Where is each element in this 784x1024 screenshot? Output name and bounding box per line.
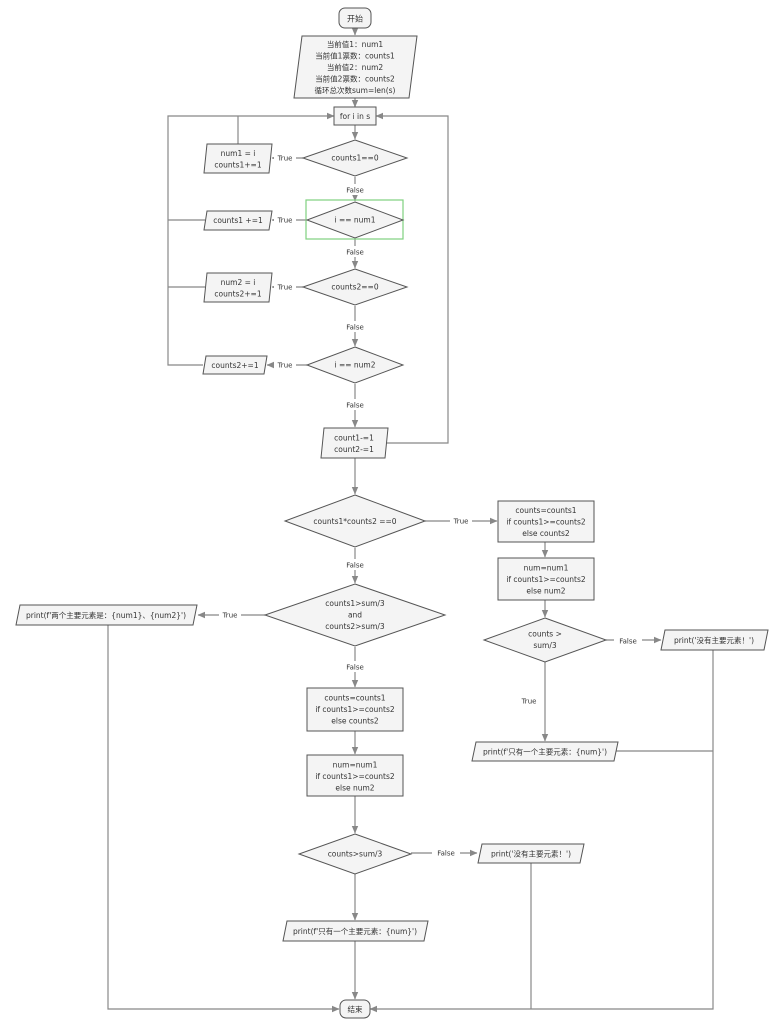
node-d7-line: counts2>sum/3 — [325, 622, 385, 631]
node-o1-text: print('没有主要元素！') — [674, 635, 754, 645]
node-process-inc-counts1[interactable]: counts1 +=1 — [203, 210, 273, 231]
node-p3-line: counts2+=1 — [214, 290, 261, 299]
node-r1-line: else counts2 — [522, 529, 570, 538]
edge-loop-return — [167, 112, 335, 366]
node-d6-line: sum/3 — [533, 641, 556, 650]
node-end-text: 结束 — [348, 1004, 363, 1014]
edge-o3-end — [107, 625, 340, 1013]
node-l2-line: num=num1 — [333, 761, 378, 770]
node-d6-line: counts > — [528, 630, 562, 639]
node-decision-counts2-zero[interactable]: counts2==0 — [301, 268, 409, 306]
node-process-set-num1[interactable]: num1 = i counts1+=1 — [203, 143, 273, 174]
edge-label-false: False — [346, 324, 364, 332]
node-p1-line: num1 = i — [221, 149, 256, 158]
node-decision-product-zero[interactable]: counts1*counts2 ==0 — [283, 494, 427, 548]
node-o5-text: print(f'只有一个主要元素：{num}') — [293, 926, 417, 936]
node-d7-line: counts1>sum/3 — [325, 599, 385, 608]
node-output-one-major-left[interactable]: print(f'只有一个主要元素：{num}') — [282, 920, 429, 942]
node-init-line: 循环总次数sum=len(s) — [315, 85, 396, 95]
edge-label-true: True — [453, 518, 469, 526]
edge-label-false: False — [346, 562, 364, 570]
node-init-line: 当前值2票数：counts2 — [315, 74, 395, 84]
node-r1-line: if counts1>=counts2 — [506, 518, 586, 527]
node-l1-line: if counts1>=counts2 — [315, 705, 395, 714]
node-output-no-major-left[interactable]: print('没有主要元素！') — [477, 843, 585, 864]
node-decision-right-threshold[interactable]: counts > sum/3 — [482, 617, 608, 663]
node-r2-line: if counts1>=counts2 — [506, 575, 586, 584]
node-p3-line: num2 = i — [221, 278, 256, 287]
edge-label-true: True — [277, 362, 293, 370]
edges — [107, 28, 714, 1013]
node-process-set-num2[interactable]: num2 = i counts2+=1 — [203, 272, 273, 303]
edge-label-false: False — [437, 850, 455, 858]
node-right-counts[interactable]: counts=counts1 if counts1>=counts2 else … — [497, 500, 595, 543]
node-init-line: 当前值1票数：counts1 — [315, 51, 395, 61]
node-init[interactable]: 当前值1：num1 当前值1票数：counts1 当前值2：num2 当前值2票… — [293, 35, 418, 99]
node-right-num[interactable]: num=num1 if counts1>=counts2 else num2 — [497, 557, 595, 601]
node-l2-line: if counts1>=counts2 — [315, 772, 395, 781]
edge-o1-end — [369, 650, 714, 1013]
node-output-two-major[interactable]: print(f'两个主要元素是：{num1}、{num2}') — [15, 604, 198, 626]
node-end[interactable]: 结束 — [339, 999, 371, 1019]
node-d2-text: i == num1 — [334, 216, 375, 225]
edge-label-false: False — [619, 638, 637, 646]
node-start[interactable]: 开始 — [338, 7, 372, 29]
node-left-num[interactable]: num=num1 if counts1>=counts2 else num2 — [306, 754, 404, 797]
node-start-text: 开始 — [347, 14, 363, 24]
node-left-counts[interactable]: counts=counts1 if counts1>=counts2 else … — [306, 687, 404, 732]
node-d7-line: and — [348, 611, 362, 620]
node-l2-line: else num2 — [335, 784, 374, 793]
node-init-line: 当前值1：num1 — [327, 39, 384, 49]
node-decision-left-threshold[interactable]: counts>sum/3 — [297, 833, 413, 875]
node-d8-text: counts>sum/3 — [328, 850, 383, 859]
node-decision-both-major[interactable]: counts1>sum/3 and counts2>sum/3 — [263, 583, 447, 647]
node-output-one-major-right[interactable]: print(f'只有一个主要元素：{num}') — [471, 741, 619, 762]
edge-label-true: True — [277, 284, 293, 292]
edge-label-true: True — [277, 155, 293, 163]
edge-label-false: False — [346, 249, 364, 257]
node-d4-text: i == num2 — [334, 361, 375, 370]
node-p4-text: counts2+=1 — [211, 361, 258, 370]
node-l1-line: counts=counts1 — [324, 694, 385, 703]
edge-label-true: True — [277, 217, 293, 225]
node-init-line: 当前值2：num2 — [327, 62, 384, 72]
node-r2-line: else num2 — [526, 587, 565, 596]
node-r1-line: counts=counts1 — [515, 506, 576, 515]
node-d3-text: counts2==0 — [331, 283, 378, 292]
node-p5-line: count1-=1 — [334, 434, 374, 443]
node-decision-counts1-zero[interactable]: counts1==0 — [301, 139, 409, 177]
edge-label-false: False — [346, 402, 364, 410]
node-d1-text: counts1==0 — [331, 154, 378, 163]
node-o4-text: print('没有主要元素！') — [491, 849, 571, 859]
node-process-inc-counts2[interactable]: counts2+=1 — [202, 355, 268, 375]
edge-label-false: False — [346, 187, 364, 195]
node-d5-text: counts1*counts2 ==0 — [313, 517, 396, 526]
node-p1-line: counts1+=1 — [214, 161, 261, 170]
edge-label-true: True — [222, 612, 238, 620]
node-loop[interactable]: for i in s — [333, 106, 377, 126]
node-l1-line: else counts2 — [331, 717, 379, 726]
edge-label-true: True — [521, 698, 537, 706]
node-output-no-major-right[interactable]: print('没有主要元素！') — [660, 629, 769, 651]
edge-label-false: False — [346, 664, 364, 672]
node-decision-i-eq-num2[interactable]: i == num2 — [305, 346, 405, 384]
edge-p5-return — [375, 112, 449, 444]
node-loop-text: for i in s — [340, 112, 370, 121]
node-process-decrement[interactable]: count1-=1 count2-=1 — [320, 427, 389, 459]
node-o2-text: print(f'只有一个主要元素：{num}') — [483, 747, 607, 757]
edge-labels: True True True True False False False Fa… — [219, 152, 642, 858]
node-o3-text: print(f'两个主要元素是：{num1}、{num2}') — [26, 610, 186, 620]
node-decision-i-eq-num1[interactable]: i == num1 — [305, 199, 405, 240]
node-r2-line: num=num1 — [524, 564, 569, 573]
node-p5-line: count2-=1 — [334, 445, 374, 454]
node-p2-text: counts1 +=1 — [213, 216, 263, 225]
